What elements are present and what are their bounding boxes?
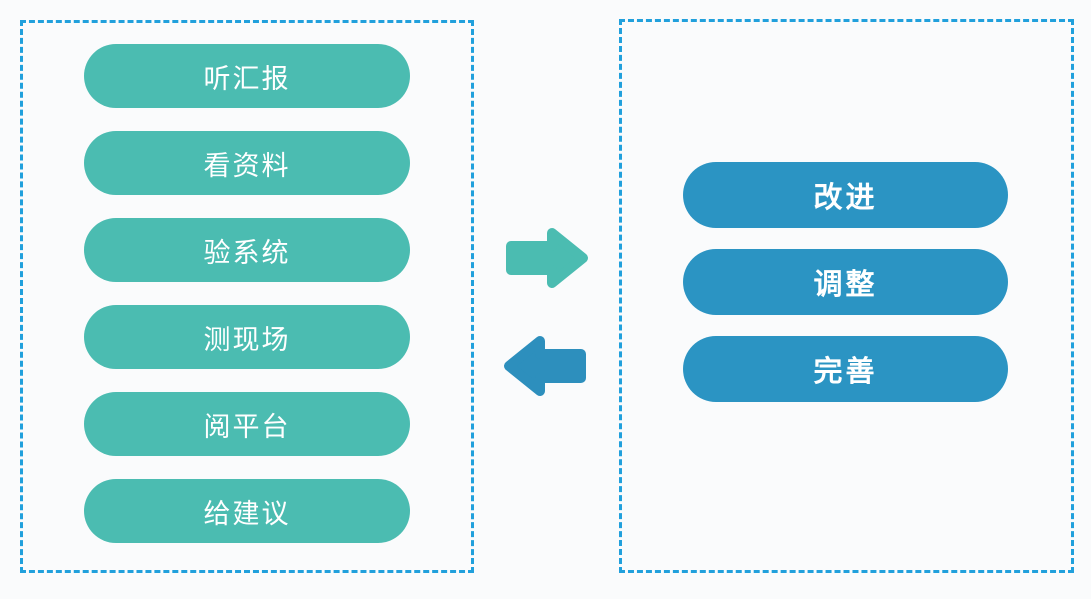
right-arrow-icon bbox=[505, 226, 589, 290]
left-pill-1-label: 听汇报 bbox=[203, 63, 291, 94]
right-pill-3: 完善 bbox=[683, 336, 1008, 402]
right-pill-1: 改进 bbox=[683, 162, 1008, 228]
left-pill-4: 测现场 bbox=[84, 305, 410, 369]
right-pill-2-label: 调整 bbox=[813, 269, 878, 301]
left-pill-3: 验系统 bbox=[84, 218, 410, 282]
improvement-actions-box: 改进 调整 完善 bbox=[619, 19, 1074, 573]
left-pill-1: 听汇报 bbox=[84, 44, 410, 108]
left-pill-5: 阅平台 bbox=[84, 392, 410, 456]
left-pill-4-label: 测现场 bbox=[203, 324, 291, 355]
review-activities-box: 听汇报 看资料 验系统 测现场 阅平台 给建议 bbox=[20, 20, 474, 573]
left-pill-2: 看资料 bbox=[84, 131, 410, 195]
left-pill-3-label: 验系统 bbox=[203, 237, 291, 268]
right-pill-1-label: 改进 bbox=[813, 182, 878, 214]
left-pill-5-label: 阅平台 bbox=[203, 411, 291, 442]
right-pill-2: 调整 bbox=[683, 249, 1008, 315]
right-pill-3-label: 完善 bbox=[813, 356, 878, 388]
left-pill-2-label: 看资料 bbox=[203, 150, 291, 181]
left-pill-6-label: 给建议 bbox=[203, 498, 291, 529]
left-pill-6: 给建议 bbox=[84, 479, 410, 543]
left-arrow-icon bbox=[503, 333, 587, 399]
